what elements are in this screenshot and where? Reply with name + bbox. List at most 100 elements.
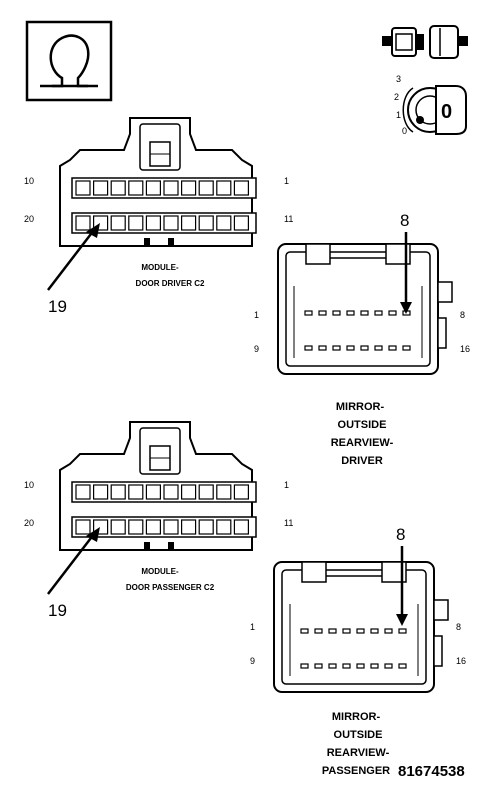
module-cavity: [163, 215, 179, 231]
mirror-cavity: [402, 345, 411, 351]
section-passenger: 10 1 20 11 MODULE- DOOR PASSENGER C2 19 …: [24, 421, 466, 777]
module-cavity: [75, 519, 91, 535]
module-cavity: [145, 484, 161, 500]
module-cavity: [110, 484, 126, 500]
mirror-cavity: [346, 310, 355, 316]
mirror-cavity: [370, 628, 379, 634]
cavity-19-arrow: [47, 527, 100, 595]
mirror-cavity: [360, 310, 369, 316]
ignition-key-position: 0: [441, 101, 452, 123]
mirror-label-line2: OUTSIDE: [338, 419, 387, 431]
ignition-position-2: 2: [394, 92, 399, 102]
mirror-label-line1: MIRROR-: [332, 711, 381, 723]
cavity-8-callout: 8: [396, 525, 405, 544]
mirror-cavity: [374, 310, 383, 316]
module-label-line2: DOOR DRIVER C2: [136, 279, 205, 288]
module-cavity: [181, 519, 197, 535]
module-label-line1: MODULE-: [141, 567, 179, 576]
module-cavity: [198, 215, 214, 231]
module-cavity: [128, 180, 144, 196]
cavity-8-callout: 8: [400, 211, 409, 230]
module-cavity: [145, 180, 161, 196]
mirror-cavity: [300, 628, 309, 634]
mirror-cavity: [318, 345, 327, 351]
module-pin-11-label: 11: [284, 214, 293, 224]
module-pin-10-label: 10: [24, 480, 34, 490]
cavity-19-callout: 19: [48, 297, 67, 316]
module-cavity: [198, 519, 214, 535]
module-cavity: [216, 180, 232, 196]
mirror-label-line1: MIRROR-: [336, 401, 385, 413]
mirror-cavity: [398, 663, 407, 669]
mirror-cavity: [304, 345, 313, 351]
module-pin-1-label: 1: [284, 480, 289, 490]
module-cavity: [216, 519, 232, 535]
ignition-position-0: 0: [402, 126, 407, 136]
module-cavity: [181, 180, 197, 196]
module-cavity: [145, 215, 161, 231]
mirror-cavity: [332, 345, 341, 351]
mirror-cavity: [328, 663, 337, 669]
mirror-cavity: [318, 310, 327, 316]
mirror-cavity: [328, 628, 337, 634]
mirror-cavity: [356, 663, 365, 669]
module-cavity: [110, 180, 126, 196]
mirror-pin-1-label: 1: [254, 310, 259, 320]
module-cavity: [198, 180, 214, 196]
mirror-cavity: [314, 628, 323, 634]
ignition-position-1: 1: [396, 110, 401, 120]
module-cavity: [198, 484, 214, 500]
cavity-8-arrow: [400, 232, 412, 314]
cavity-19-arrow: [47, 223, 100, 291]
figure-number: 81674538: [398, 763, 465, 780]
mirror-cavity: [388, 310, 397, 316]
module-cavity: [145, 519, 161, 535]
mirror-cavity: [332, 310, 341, 316]
mirror-cavity: [370, 663, 379, 669]
mirror-pin-9-label: 9: [250, 656, 255, 666]
door-module-connector: [59, 421, 257, 551]
mirror-pin-1-label: 1: [250, 622, 255, 632]
module-label-line1: MODULE-: [141, 263, 179, 272]
module-cavity: [233, 484, 249, 500]
mirror-label-line4: PASSENGER: [322, 765, 390, 777]
mirror-cavity: [388, 345, 397, 351]
module-pin-20-label: 20: [24, 518, 34, 528]
module-pin-11-label: 11: [284, 518, 293, 528]
mirror-pin-8-label: 8: [456, 622, 461, 632]
module-cavity: [110, 519, 126, 535]
module-cavity: [75, 215, 91, 231]
module-cavity: [128, 484, 144, 500]
module-pin-1-label: 1: [284, 176, 289, 186]
mirror-label-line2: OUTSIDE: [334, 729, 383, 741]
connector-separated-icon: [382, 25, 468, 59]
module-cavity: [75, 180, 91, 196]
mirror-connector: [273, 561, 449, 693]
mirror-cavity: [360, 345, 369, 351]
mirror-cavity: [356, 628, 365, 634]
mirror-pin-16-label: 16: [460, 344, 470, 354]
cavity-19-callout: 19: [48, 601, 67, 620]
module-cavity: [233, 215, 249, 231]
mirror-connector: [277, 243, 453, 375]
mirror-pin-9-label: 9: [254, 344, 259, 354]
module-label-line2: DOOR PASSENGER C2: [126, 583, 215, 592]
mirror-pin-8-label: 8: [460, 310, 465, 320]
module-pin-20-label: 20: [24, 214, 34, 224]
module-cavity: [181, 484, 197, 500]
module-cavity: [128, 215, 144, 231]
mirror-label-line3: REARVIEW-: [327, 747, 390, 759]
module-cavity: [181, 215, 197, 231]
mirror-cavity: [300, 663, 309, 669]
mirror-cavity: [314, 663, 323, 669]
module-cavity: [216, 215, 232, 231]
mirror-cavity: [384, 663, 393, 669]
section-driver: 10 1 20 11 MODULE- DOOR DRIVER C2 19 1 8…: [24, 117, 470, 467]
module-cavity: [163, 519, 179, 535]
mirror-cavity: [342, 663, 351, 669]
door-module-connector: [59, 117, 257, 247]
module-cavity: [92, 484, 109, 500]
ignition-position-3: 3: [396, 74, 401, 84]
module-pin-10-label: 10: [24, 176, 34, 186]
